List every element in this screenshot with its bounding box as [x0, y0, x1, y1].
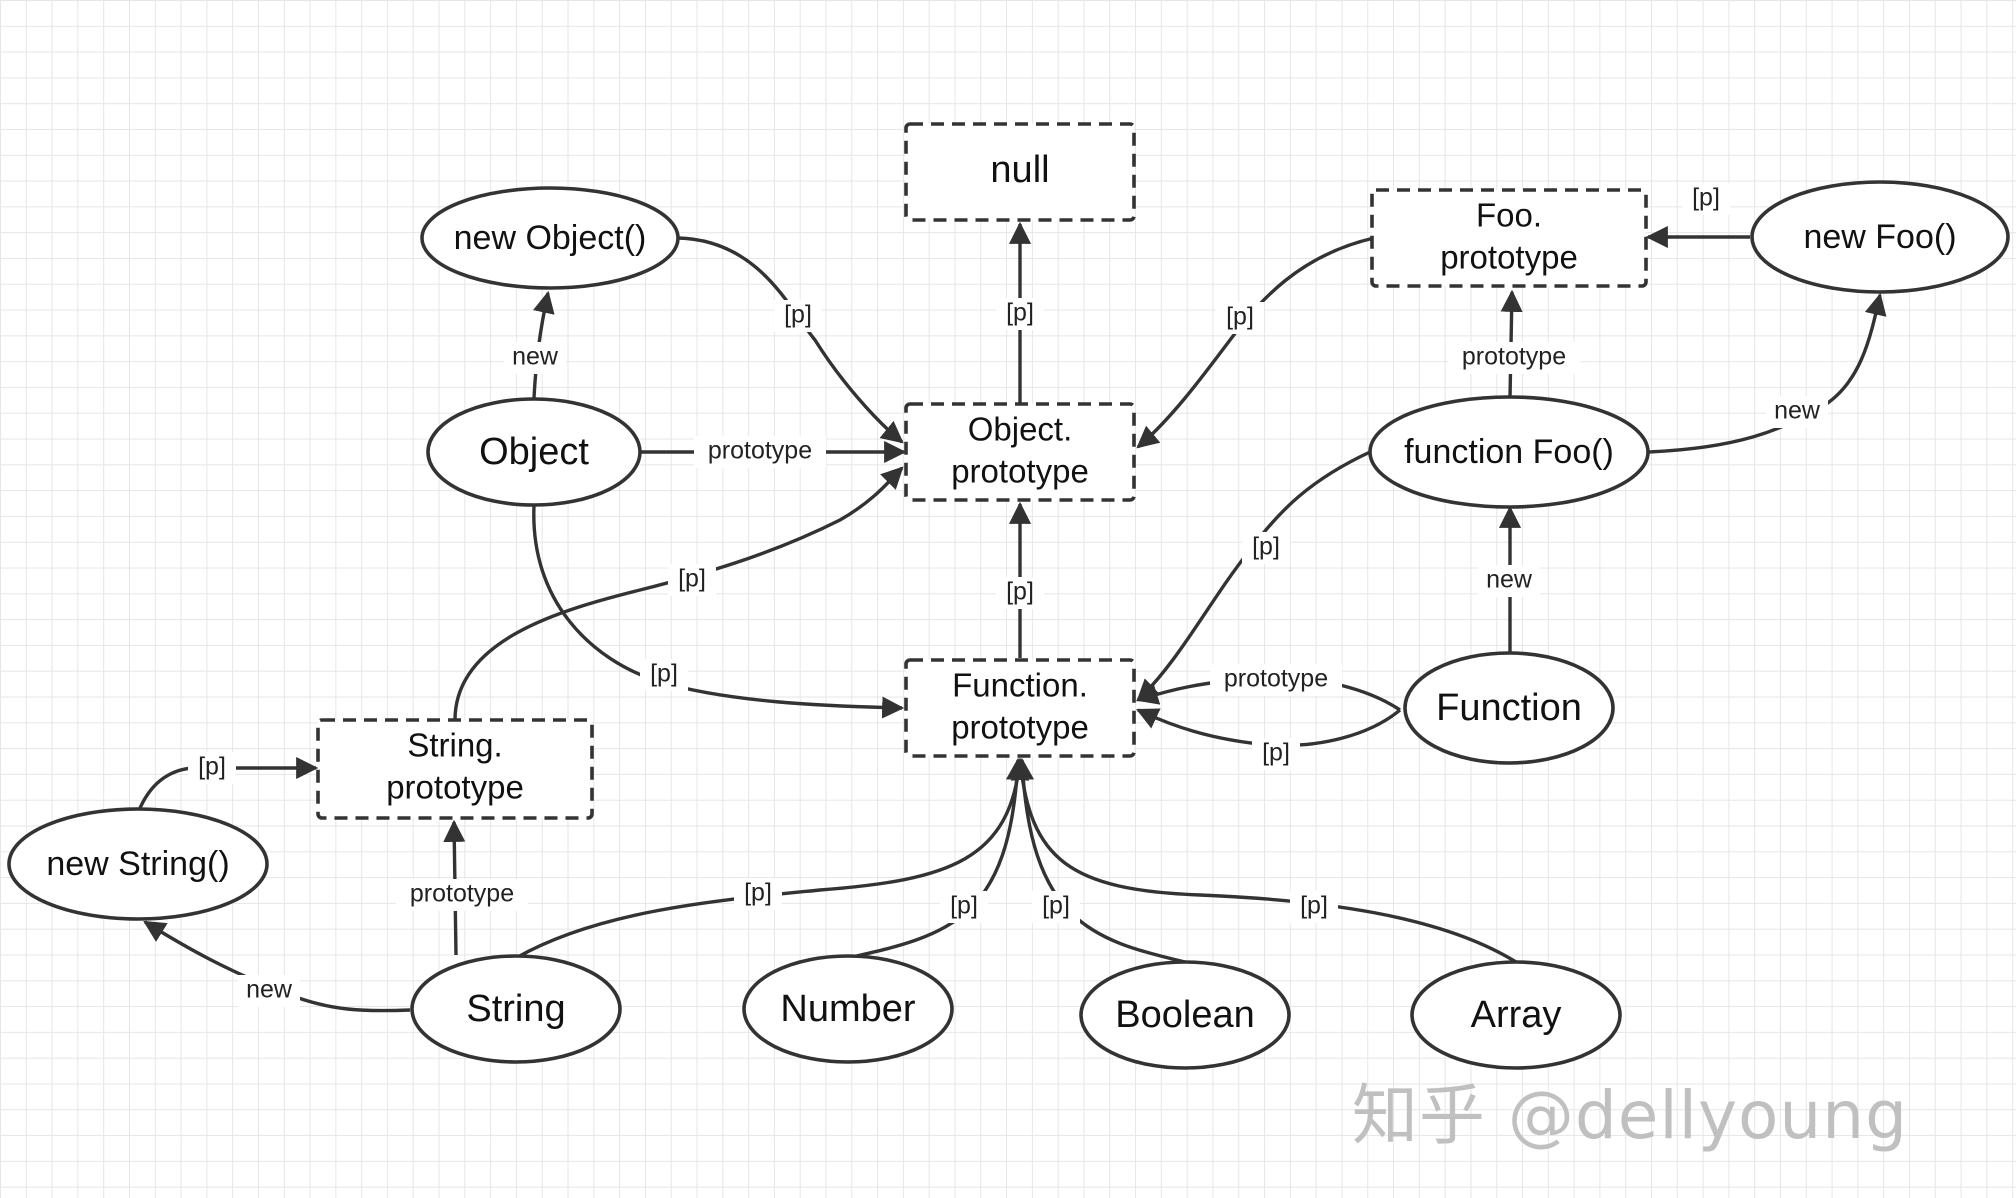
- edge-fooproto-objproto: [1136, 236, 1375, 449]
- svg-text:Object.: Object.: [968, 411, 1073, 448]
- edge-array-funcproto: [1010, 757, 1517, 964]
- svg-text:[p]: [p]: [198, 753, 226, 781]
- label-fooproto-objproto: [p]: [1216, 302, 1264, 334]
- svg-text:String: String: [466, 988, 565, 1030]
- label-funcproto-objproto: [p]: [996, 577, 1044, 609]
- node-new-foo: new Foo(): [1750, 180, 2010, 294]
- label-function-funcproto-p: [p]: [1252, 738, 1300, 770]
- edge-newobject-objproto: [677, 236, 904, 444]
- node-new-object: new Object(): [420, 186, 680, 290]
- label-object-funcproto: [p]: [640, 659, 688, 691]
- label-funcfoo-funcproto: [p]: [1242, 532, 1290, 564]
- label-string-stringproto: prototype: [396, 879, 528, 911]
- svg-text:prototype: prototype: [951, 453, 1089, 490]
- label-objproto-null: [p]: [996, 298, 1044, 330]
- svg-text:new: new: [246, 976, 293, 1004]
- svg-text:prototype: prototype: [1462, 343, 1566, 371]
- svg-text:[p]: [p]: [1300, 892, 1328, 920]
- label-string-funcproto: [p]: [734, 878, 782, 910]
- svg-text:null: null: [990, 149, 1049, 191]
- label-number-funcproto: [p]: [940, 891, 988, 923]
- svg-text:[p]: [p]: [1226, 303, 1254, 331]
- svg-text:[p]: [p]: [950, 892, 978, 920]
- svg-text:[p]: [p]: [678, 565, 706, 593]
- svg-text:Number: Number: [780, 988, 915, 1030]
- svg-text:new: new: [1774, 397, 1821, 425]
- node-object: Object: [426, 397, 642, 507]
- edge-number-funcproto: [847, 757, 1029, 960]
- edge-funcfoo-newfoo: [1647, 292, 1887, 454]
- node-function: Function: [1403, 651, 1615, 765]
- svg-text:[p]: [p]: [650, 660, 678, 688]
- label-object-objproto: prototype: [694, 436, 826, 468]
- svg-text:new: new: [512, 343, 559, 371]
- node-foo-prototype: Foo. prototype: [1370, 188, 1648, 288]
- node-new-string: new String(): [7, 807, 269, 921]
- svg-text:[p]: [p]: [1006, 578, 1034, 606]
- svg-text:Foo.: Foo.: [1476, 197, 1542, 234]
- svg-text:[p]: [p]: [1252, 533, 1280, 561]
- edge-boolean-funcproto: [1011, 757, 1186, 964]
- svg-text:[p]: [p]: [784, 301, 812, 329]
- label-array-funcproto: [p]: [1290, 891, 1338, 923]
- node-string-prototype: String. prototype: [316, 718, 594, 820]
- node-boolean: Boolean: [1079, 960, 1291, 1070]
- node-object-prototype: Object. prototype: [904, 402, 1136, 502]
- svg-text:prototype: prototype: [708, 437, 812, 465]
- node-null: null: [904, 122, 1136, 222]
- watermark: 知乎 @dellyoung: [1351, 1077, 1908, 1154]
- svg-text:prototype: prototype: [386, 769, 524, 806]
- svg-text:[p]: [p]: [1042, 892, 1070, 920]
- label-newfoo-fooproto: [p]: [1682, 183, 1730, 215]
- label-function-funcproto-prototype: prototype: [1210, 664, 1342, 696]
- svg-text:new Foo(): new Foo(): [1803, 218, 1956, 256]
- label-newstring-stringproto: [p]: [188, 752, 236, 784]
- label-function-funcfoo: new: [1478, 565, 1540, 597]
- label-funcfoo-fooproto: prototype: [1448, 342, 1580, 374]
- svg-text:Function.: Function.: [952, 667, 1088, 704]
- svg-text:prototype: prototype: [410, 880, 514, 908]
- svg-text:Object: Object: [479, 431, 589, 473]
- edge-funcfoo-funcproto: [1136, 450, 1371, 702]
- label-funcfoo-newfoo: new: [1766, 396, 1828, 428]
- svg-text:Array: Array: [1471, 994, 1562, 1036]
- svg-text:String.: String.: [407, 727, 502, 764]
- svg-text:Function: Function: [1436, 687, 1582, 729]
- svg-text:[p]: [p]: [1692, 184, 1720, 212]
- node-string: String: [410, 954, 622, 1064]
- node-number: Number: [742, 954, 954, 1064]
- svg-text:new: new: [1486, 566, 1533, 594]
- edge-object-funcproto: [532, 505, 905, 719]
- svg-text:function Foo(): function Foo(): [1404, 433, 1614, 471]
- svg-text:prototype: prototype: [1440, 239, 1578, 276]
- svg-text:new Object(): new Object(): [454, 219, 647, 257]
- node-function-prototype: Function. prototype: [904, 658, 1136, 758]
- label-stringproto-objproto: [p]: [668, 564, 716, 596]
- edge-string-funcproto: [515, 757, 1030, 960]
- svg-text:[p]: [p]: [744, 879, 772, 907]
- svg-text:Boolean: Boolean: [1115, 994, 1254, 1036]
- label-string-newstring: new: [238, 975, 300, 1007]
- node-function-foo: function Foo(): [1368, 395, 1650, 509]
- svg-text:prototype: prototype: [951, 709, 1089, 746]
- svg-text:[p]: [p]: [1006, 299, 1034, 327]
- node-array: Array: [1410, 960, 1622, 1070]
- svg-text:new String(): new String(): [46, 845, 229, 883]
- label-boolean-funcproto: [p]: [1032, 891, 1080, 923]
- svg-text:[p]: [p]: [1262, 739, 1290, 767]
- svg-text:prototype: prototype: [1224, 665, 1328, 693]
- label-newobject-objproto: [p]: [774, 300, 822, 332]
- label-object-newobject: new: [504, 342, 566, 374]
